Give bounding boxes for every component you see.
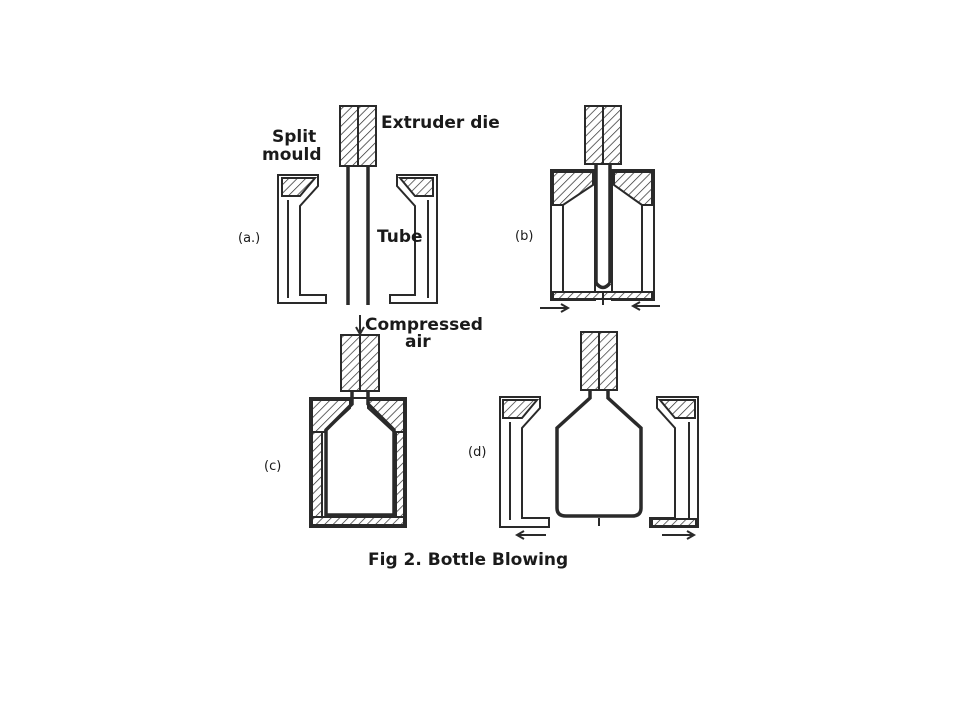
stage-d: (d) bbox=[468, 331, 699, 540]
mould-right-a bbox=[389, 174, 438, 304]
label-air: air bbox=[405, 332, 431, 352]
figure-caption: Fig 2. Bottle Blowing bbox=[368, 550, 568, 570]
tube-a bbox=[346, 166, 370, 305]
mould-left-a bbox=[277, 174, 327, 304]
stage-label-a: (a.) bbox=[238, 231, 260, 246]
extruder-die-a bbox=[339, 105, 377, 167]
tube-b bbox=[594, 164, 612, 305]
mould-closed-c bbox=[309, 397, 407, 528]
air-arrow bbox=[355, 315, 365, 337]
blown-parison-c bbox=[324, 391, 396, 517]
label-extruder-die: Extruder die bbox=[381, 113, 500, 133]
mould-closed-b bbox=[550, 169, 655, 301]
arrow-open-left-d bbox=[514, 530, 546, 540]
finished-bottle bbox=[555, 390, 643, 518]
stage-a: (a.) Split mould Extruder die Tube bbox=[238, 105, 500, 305]
label-compressed: Compressed bbox=[365, 315, 483, 335]
stage-b: (b) bbox=[515, 105, 660, 313]
extruder-die-c bbox=[340, 334, 380, 392]
label-split-2: mould bbox=[262, 145, 322, 165]
label-tube: Tube bbox=[377, 227, 423, 247]
arrow-open-right-d bbox=[662, 530, 697, 540]
stage-label-d: (d) bbox=[468, 445, 486, 460]
stage-c: (c) Compressed air bbox=[264, 315, 483, 528]
extruder-die-d bbox=[580, 331, 618, 391]
label-split-1: Split bbox=[272, 127, 316, 147]
extruder-die-b bbox=[584, 105, 622, 165]
stage-label-c: (c) bbox=[264, 459, 281, 474]
stage-label-b: (b) bbox=[515, 229, 533, 244]
mould-right-d bbox=[649, 396, 699, 528]
arrow-close-left-b bbox=[540, 303, 571, 313]
arrow-close-right-b bbox=[630, 301, 660, 311]
mould-left-d bbox=[499, 396, 550, 528]
